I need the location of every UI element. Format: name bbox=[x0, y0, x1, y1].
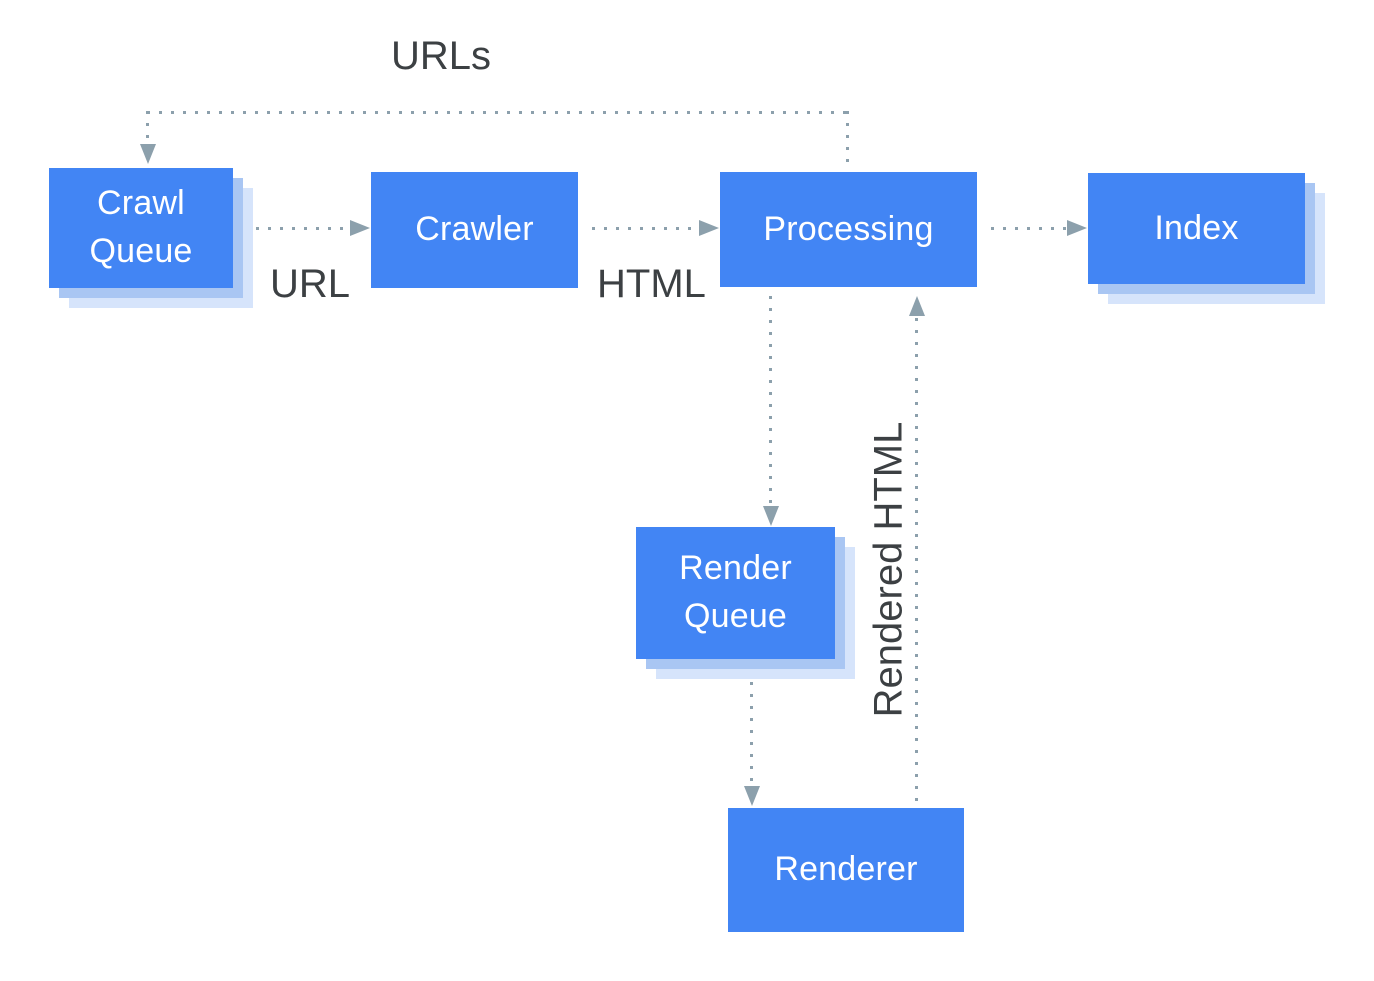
arrow-right-icon bbox=[350, 220, 370, 236]
node-renderer: Renderer bbox=[728, 808, 964, 932]
edge-label-html: HTML bbox=[597, 262, 706, 306]
edge-label-url: URL bbox=[270, 262, 351, 306]
arrow-down-icon bbox=[140, 144, 156, 164]
edge-label-urls: URLs bbox=[391, 34, 492, 78]
arrow-down-icon bbox=[744, 786, 760, 806]
arrow-right-icon bbox=[1067, 220, 1087, 236]
edge-processing-to-crawlqueue-right bbox=[846, 111, 849, 168]
edge-crawlqueue-to-crawler bbox=[256, 227, 351, 230]
edge-renderer-to-processing bbox=[915, 318, 918, 808]
node-crawl-queue: Crawl Queue bbox=[49, 168, 233, 288]
arrow-up-icon bbox=[909, 296, 925, 316]
edge-processing-to-index bbox=[991, 227, 1068, 230]
node-index: Index bbox=[1088, 173, 1305, 284]
arrow-down-icon bbox=[763, 506, 779, 526]
node-processing: Processing bbox=[720, 172, 977, 287]
node-render-queue: Render Queue bbox=[636, 527, 835, 659]
edge-processing-to-crawlqueue-top bbox=[147, 111, 848, 114]
edge-crawler-to-processing bbox=[592, 227, 699, 230]
edge-processing-to-renderqueue bbox=[769, 296, 772, 506]
node-crawler: Crawler bbox=[371, 172, 578, 288]
arrow-right-icon bbox=[699, 220, 719, 236]
edge-label-rendered-html: Rendered HTML bbox=[866, 421, 911, 718]
edge-renderqueue-to-renderer bbox=[750, 682, 753, 787]
edge-processing-to-crawlqueue-left bbox=[146, 111, 149, 145]
